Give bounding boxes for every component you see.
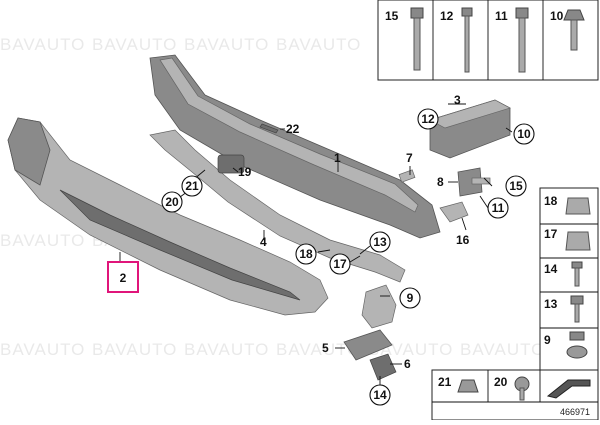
watermark-text: BAVAUTO (92, 35, 177, 54)
part-22-clip[interactable] (259, 123, 279, 134)
callout-12[interactable]: 12 (421, 112, 435, 126)
callout-15[interactable]: 15 (509, 179, 523, 193)
callout-4[interactable]: 4 (260, 235, 267, 249)
callout-18[interactable]: 18 (299, 247, 313, 261)
fastener-15-label[interactable]: 15 (385, 9, 399, 23)
bolt-12-icon (461, 7, 473, 73)
part-8-bracket[interactable] (457, 167, 491, 197)
screw-20-icon (514, 376, 530, 401)
callout-circle (295, 243, 317, 265)
fastener-20-label[interactable]: 20 (494, 375, 508, 389)
callout-circle (181, 175, 203, 197)
screw-13-icon (570, 295, 584, 323)
part-5-sensor-holder[interactable] (343, 329, 393, 361)
fastener-18-label[interactable]: 18 (544, 194, 558, 208)
callout-13[interactable]: 13 (373, 235, 387, 249)
callout-14[interactable]: 14 (373, 388, 387, 402)
watermark-text: BAVAUTO (460, 340, 545, 359)
circled-callouts: 12 10 15 11 21 20 18 13 17 9 14 (161, 108, 535, 406)
watermark-text: BAVAUTO (276, 340, 361, 359)
callout-6[interactable]: 6 (404, 357, 411, 371)
callout-11[interactable]: 11 (492, 201, 505, 215)
bolt-10-icon (563, 9, 585, 51)
callout-circle (513, 123, 535, 145)
callout-9[interactable]: 9 (407, 291, 414, 305)
watermark-text: BAVAUTO (184, 340, 269, 359)
fastener-9-label[interactable]: 9 (544, 333, 551, 347)
clip-nut-17-icon (565, 231, 591, 251)
callout-labels: 1 3 4 5 6 7 8 16 22 19 (238, 93, 470, 371)
watermark-text: BAVAUTO (0, 340, 85, 359)
arrow-icon (546, 379, 591, 399)
callout-5[interactable]: 5 (322, 341, 329, 355)
fastener-13-label[interactable]: 13 (544, 297, 558, 311)
callout-circle (487, 197, 509, 219)
callout-3[interactable]: 3 (454, 93, 461, 107)
part-9-mount[interactable] (361, 284, 397, 329)
fastener-14-label[interactable]: 14 (544, 262, 558, 276)
part-16-holder[interactable] (439, 201, 469, 223)
watermark-text: BAVAUTO (276, 35, 361, 54)
highlighted-callout-2[interactable]: 2 (107, 261, 139, 293)
callout-1[interactable]: 1 (334, 151, 341, 165)
watermark-layer: BAVAUTO BAVAUTO BAVAUTO BAVAUTO BAVAUTO … (0, 35, 545, 359)
top-fastener-table: 15 12 11 10 (377, 0, 599, 81)
fastener-17-label[interactable]: 17 (544, 227, 558, 241)
part-6-cap[interactable] (369, 353, 397, 381)
screw-9-icon (566, 331, 588, 359)
diagram-id: 466971 (560, 407, 590, 417)
clip-nut-18-icon (565, 197, 591, 215)
callout-17[interactable]: 17 (333, 257, 347, 271)
callout-10[interactable]: 10 (517, 127, 531, 141)
part-7-clip[interactable] (398, 169, 416, 183)
screw-14-icon (571, 261, 583, 287)
callout-circle (161, 191, 183, 213)
watermark-text: BAVAUTO (0, 231, 85, 250)
bolt-11-icon (515, 7, 529, 73)
part-2-bumper-trim[interactable] (7, 117, 329, 316)
callout-circle (399, 287, 421, 309)
bolt-15-icon (410, 7, 424, 71)
callout-circle (505, 175, 527, 197)
fastener-11-label[interactable]: 11 (495, 9, 508, 23)
callout-circle (417, 108, 439, 130)
bottom-fastener-table: 21 20 466971 (431, 369, 599, 421)
part-4-reinforcement[interactable] (149, 129, 406, 283)
side-fastener-table: 18 17 14 13 9 (539, 187, 599, 371)
callout-circle (329, 253, 351, 275)
callout-21[interactable]: 21 (185, 179, 199, 193)
callout-8[interactable]: 8 (437, 175, 444, 189)
callout-20[interactable]: 20 (165, 195, 179, 209)
callout-circle (369, 231, 391, 253)
watermark-text: BAVAUTO (184, 35, 269, 54)
watermark-text: BAVAUTO (0, 35, 85, 54)
fastener-10-label[interactable]: 10 (550, 9, 564, 23)
fastener-21-label[interactable]: 21 (438, 375, 452, 389)
watermark-text: BAVAUTO (92, 340, 177, 359)
callout-16[interactable]: 16 (456, 233, 470, 247)
callout-7[interactable]: 7 (406, 151, 413, 165)
part-1-bumper-carrier[interactable] (149, 54, 441, 239)
callout-19[interactable]: 19 (238, 165, 252, 179)
callout-circle (369, 384, 391, 406)
nut-21-icon (457, 379, 479, 393)
part-3-bracket[interactable] (429, 99, 511, 159)
fastener-12-label[interactable]: 12 (440, 9, 454, 23)
callout-22[interactable]: 22 (286, 122, 300, 136)
callout-2: 2 (120, 271, 127, 285)
